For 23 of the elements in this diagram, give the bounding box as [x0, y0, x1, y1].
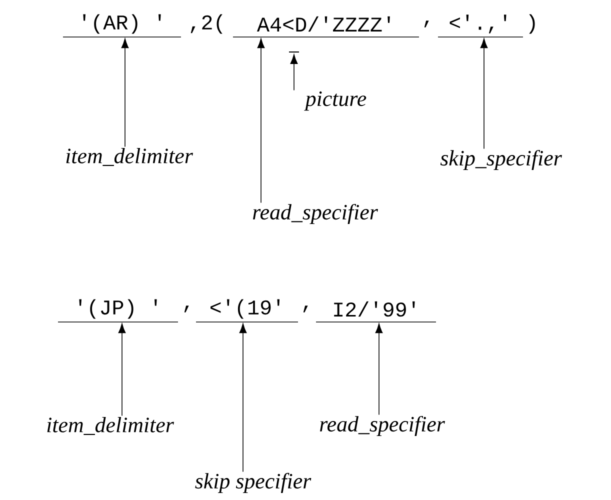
- arrow: [480, 38, 488, 150]
- code-punctuation: ,: [424, 20, 429, 28]
- code-punctuation: ,2(: [190, 14, 222, 34]
- arrow: [121, 38, 129, 148]
- underlined-code: <'.,': [438, 14, 524, 38]
- label: item_delimiter: [47, 416, 174, 435]
- label: read_specifier: [253, 204, 378, 224]
- label: picture: [304, 91, 366, 111]
- arrow: [118, 323, 126, 416]
- arrow: [239, 323, 247, 472]
- code-punctuation: ,: [184, 306, 189, 312]
- code-punctuation: ,: [303, 306, 308, 312]
- underlined-code: I2/'99': [316, 301, 436, 322]
- label: skip_specifier: [440, 150, 562, 170]
- underlined-code: <'(19': [196, 299, 298, 322]
- underlined-code: '(AR) ': [62, 14, 182, 38]
- arrow: [257, 38, 265, 204]
- label: item_delimiter: [66, 148, 193, 166]
- underlined-code: A4<D/'ZZZZ': [232, 16, 420, 38]
- label: read_specifier: [320, 416, 445, 436]
- label: skip specifier: [195, 472, 312, 494]
- underlined-code: '(JP) ': [58, 299, 178, 322]
- arrow: [375, 323, 383, 416]
